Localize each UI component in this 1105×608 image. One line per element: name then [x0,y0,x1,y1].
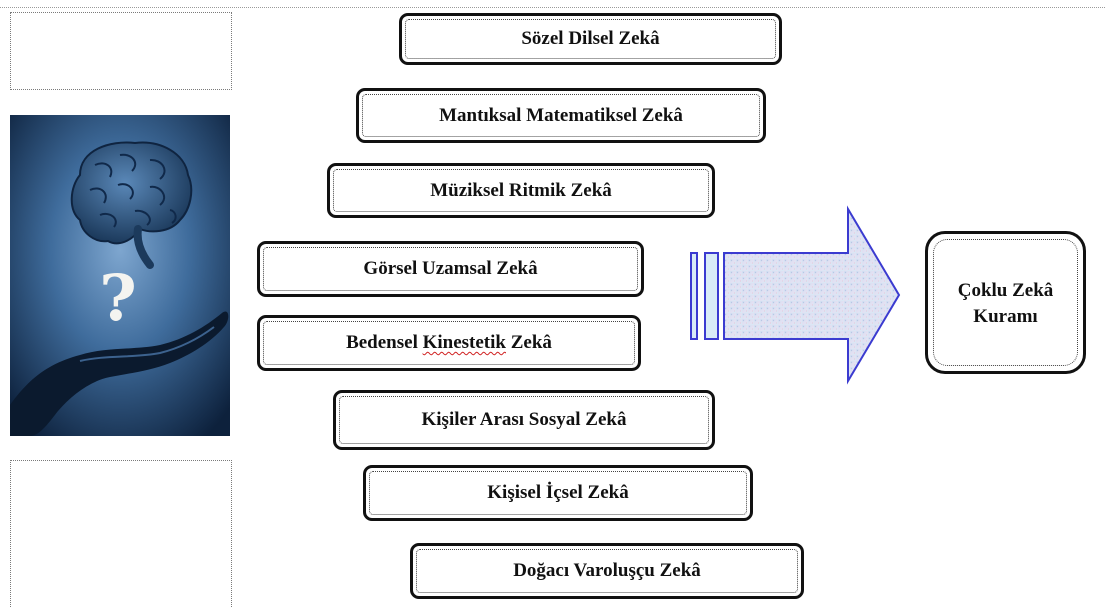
right-arrow-icon [690,205,901,385]
brain-hand-photo: ? [10,115,230,436]
intelligence-card-gorsel-uzamsal: Görsel Uzamsal Zekâ [257,241,644,297]
intelligence-label: Mantıksal Matematiksel Zekâ [439,104,683,126]
intelligence-card-bedensel-kinestetik: Bedensel Kinestetik Zekâ [257,315,641,371]
svg-text:?: ? [99,261,137,336]
card-inner-border [339,396,709,444]
intelligence-card-dogaci-varolusc: Doğacı Varoluşçu Zekâ [410,543,804,599]
intelligence-label: Bedensel Kinestetik Zekâ [346,332,552,354]
striped-right-arrow [688,205,903,385]
intelligence-label: Doğacı Varoluşçu Zekâ [513,560,701,581]
intelligence-card-sozel-dilsel: Sözel Dilsel Zekâ [399,13,782,65]
spellcheck-underlined-word: Kinestetik [422,332,506,353]
result-title: Çoklu Zekâ Kuramı [928,278,1083,330]
intelligence-label: Sözel Dilsel Zekâ [521,28,660,49]
intelligence-card-kisiler-arasi-sosyal: Kişiler Arası Sosyal Zekâ [333,390,715,450]
label-part: Bedensel [346,332,423,353]
intelligence-card-kisisel-icsel: Kişisel İçsel Zekâ [363,465,753,521]
slide-top-guide [0,7,1105,8]
result-title-line2: Kuramı [973,306,1038,327]
card-inner-border [416,549,798,593]
placeholder-box-top [10,12,232,90]
result-inner-border [933,239,1078,366]
card-inner-border [263,247,638,291]
intelligence-card-mantiksal-matematiksel: Mantıksal Matematiksel Zekâ [356,88,766,143]
coklu-zeka-kurami-box: Çoklu Zekâ Kuramı [925,231,1086,374]
intelligence-label: Kişisel İçsel Zekâ [487,482,629,503]
card-inner-border [333,169,709,212]
brain-question-hand-icon: ? [10,115,230,436]
card-inner-border [369,471,747,515]
card-inner-border [263,321,635,365]
intelligence-label: Müziksel Ritmik Zekâ [430,179,612,201]
label-part: Zekâ [505,332,552,353]
card-inner-border [362,94,760,137]
intelligence-card-muziksel-ritmik: Müziksel Ritmik Zekâ [327,163,715,218]
result-title-line1: Çoklu Zekâ [957,280,1054,301]
intelligence-label: Kişiler Arası Sosyal Zekâ [421,409,627,430]
placeholder-box-bottom [10,460,232,607]
card-inner-border [405,19,776,59]
intelligence-label: Görsel Uzamsal Zekâ [363,258,538,279]
